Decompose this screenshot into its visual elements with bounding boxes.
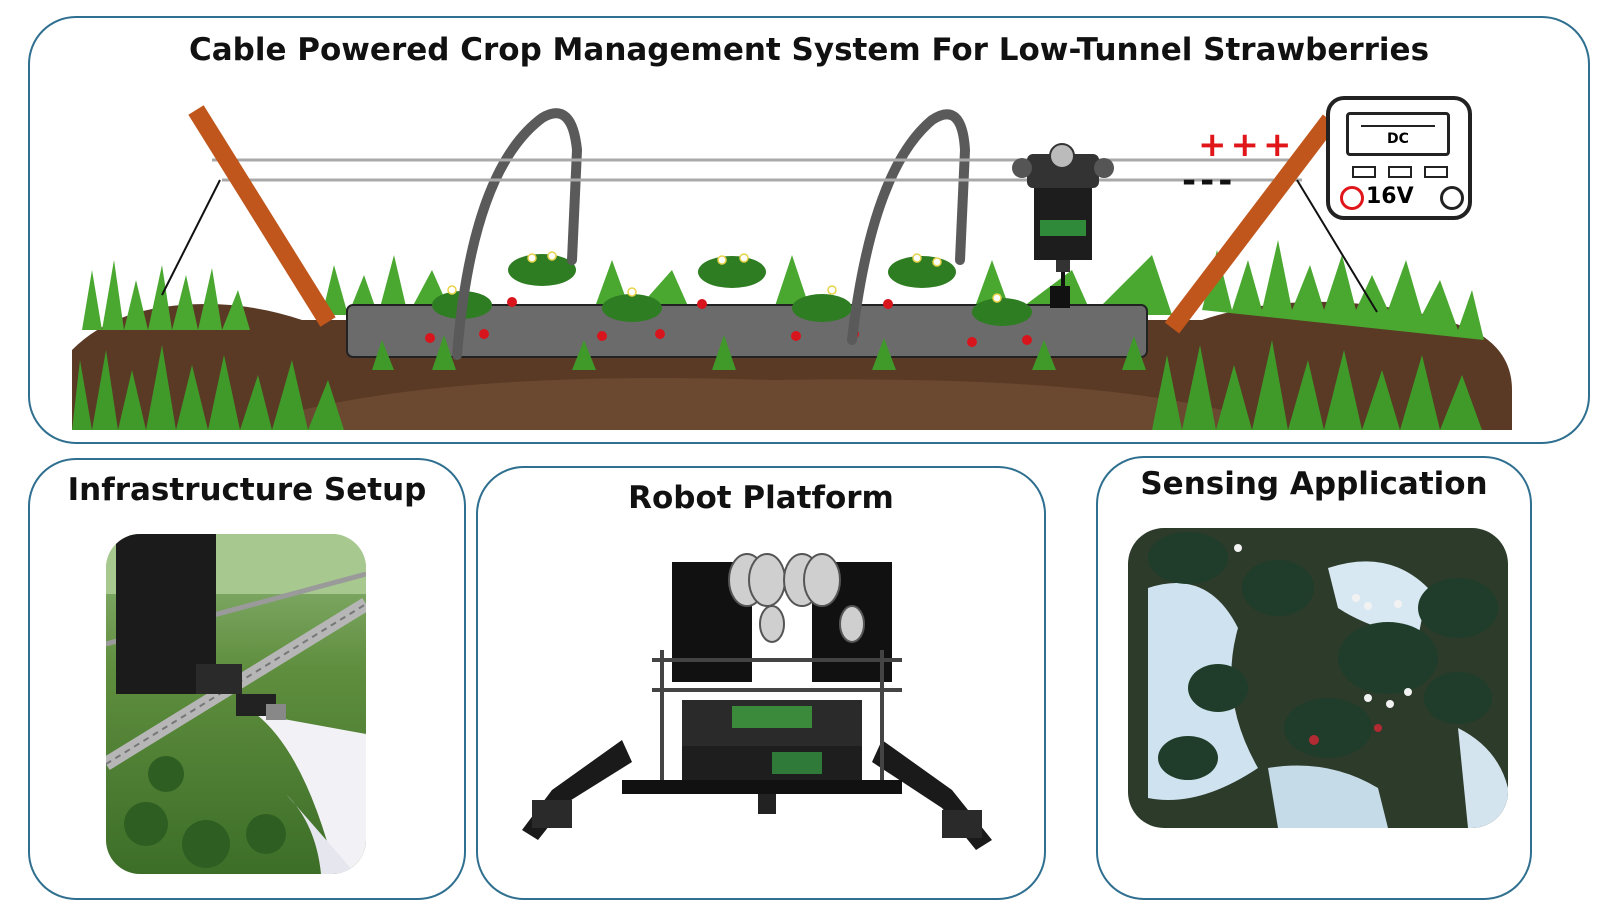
power-supply-box: DC 16V xyxy=(1326,96,1472,220)
sensing-photo xyxy=(1128,528,1508,828)
power-supply-buttons xyxy=(1352,166,1448,178)
sensing-panel: Sensing Application xyxy=(1096,456,1532,900)
positive-terminal-icon xyxy=(1340,186,1364,210)
plastic-mulch-bed xyxy=(346,304,1148,358)
robot-on-cable xyxy=(1012,143,1114,308)
infrastructure-panel: Infrastructure Setup xyxy=(28,458,466,900)
main-system-panel: Cable Powered Crop Management System For… xyxy=(28,16,1590,444)
tunnel-hoop-right xyxy=(847,109,971,345)
voltage-label: 16V xyxy=(1366,184,1414,209)
negative-polarity: --- xyxy=(1182,161,1236,201)
power-supply-screen: DC xyxy=(1346,112,1450,156)
robot-platform-title: Robot Platform xyxy=(628,480,894,516)
strawberry-plants xyxy=(425,251,1032,347)
positive-polarity: +++ xyxy=(1198,125,1295,165)
negative-terminal-icon xyxy=(1440,186,1464,210)
grass-front xyxy=(72,335,1482,430)
infrastructure-photo xyxy=(106,534,366,874)
field-scene: +++ --- xyxy=(72,105,1512,430)
tunnel-hoop-left xyxy=(452,108,583,360)
dc-label: DC xyxy=(1387,131,1409,147)
post-left xyxy=(188,105,336,327)
post-right xyxy=(1164,114,1338,334)
main-title: Cable Powered Crop Management System For… xyxy=(188,32,1430,68)
sensing-title: Sensing Application xyxy=(1140,466,1488,502)
infrastructure-title: Infrastructure Setup xyxy=(67,472,427,508)
robot-platform-panel: Robot Platform xyxy=(476,466,1046,900)
robot-render xyxy=(522,553,992,850)
